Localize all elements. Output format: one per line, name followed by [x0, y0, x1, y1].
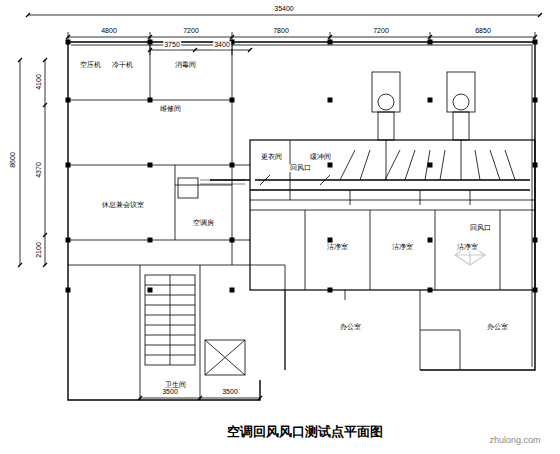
dimension: 3500	[161, 388, 179, 396]
column	[533, 288, 538, 293]
column	[66, 163, 71, 168]
plan-title: 空调回风风口测试点平面图	[227, 423, 383, 441]
room-name: 空压机	[79, 61, 102, 69]
column	[230, 238, 235, 243]
column	[428, 288, 433, 293]
room-label-box: 洁净室	[310, 240, 365, 254]
dimension: 4370	[35, 161, 43, 179]
room-name: 洁净室	[391, 243, 414, 251]
room-label-box: 消毒间	[160, 58, 210, 72]
room-label-box: 空调房	[178, 215, 228, 231]
room-name: 办公室	[339, 323, 362, 331]
column	[148, 40, 153, 45]
room-name: 空调房	[192, 219, 215, 227]
column	[328, 98, 333, 103]
dimension: 8600	[9, 151, 17, 169]
room-label-box: 缓冲间	[300, 150, 340, 164]
dimension: 2100	[35, 241, 43, 259]
note-text: 回风口	[469, 224, 492, 232]
room-name: 洁净室	[456, 243, 479, 251]
column	[230, 163, 235, 168]
dimension: 4100	[35, 73, 43, 91]
room-label-box: 更衣间	[255, 150, 288, 164]
column	[148, 238, 153, 243]
room-label-box: 空压机	[72, 58, 108, 72]
column	[328, 238, 333, 243]
room-name: 更衣间	[260, 153, 283, 161]
column	[428, 40, 433, 45]
watermark: zhulong.com	[488, 436, 541, 446]
note-text: 回风口	[289, 164, 312, 172]
column	[533, 98, 538, 103]
dimension: 7200	[372, 27, 390, 35]
room-label-box: 洁净室	[375, 240, 430, 254]
room-label-box: 冷干机	[104, 58, 140, 72]
column	[230, 288, 235, 293]
column	[66, 98, 71, 103]
room-name: 维修间	[159, 105, 182, 113]
room-label-box: 洁净室	[440, 240, 495, 254]
column	[66, 40, 71, 45]
column	[428, 98, 433, 103]
dimension: 3400	[213, 41, 231, 49]
room-name: 消毒间	[174, 61, 197, 69]
dimension: 7200	[182, 27, 200, 35]
column	[148, 163, 153, 168]
dimension: 4800	[100, 27, 118, 35]
column	[533, 163, 538, 168]
column	[148, 98, 153, 103]
column	[66, 288, 71, 293]
room-label-box: 办公室	[320, 320, 380, 334]
room-name: 休息兼会议室	[101, 201, 145, 209]
room-name: 冷干机	[111, 61, 134, 69]
room-name: 缓冲间	[309, 153, 332, 161]
column	[328, 40, 333, 45]
column	[428, 238, 433, 243]
column	[533, 40, 538, 45]
dimension: 35400	[273, 5, 294, 13]
room-label-box: 办公室	[470, 320, 525, 334]
column	[66, 238, 71, 243]
dimension: 3500	[221, 388, 239, 396]
column	[230, 98, 235, 103]
room-name: 洁净室	[326, 243, 349, 251]
dimension: 6850	[474, 27, 492, 35]
dimension: 3750	[163, 41, 181, 49]
room-label-box: 休息兼会议室	[75, 195, 170, 215]
column	[328, 288, 333, 293]
room-label-box: 维修间	[150, 102, 190, 116]
column	[533, 238, 538, 243]
column	[148, 288, 153, 293]
dimension: 7800	[272, 27, 290, 35]
column	[428, 163, 433, 168]
room-name: 办公室	[486, 323, 509, 331]
column	[328, 163, 333, 168]
